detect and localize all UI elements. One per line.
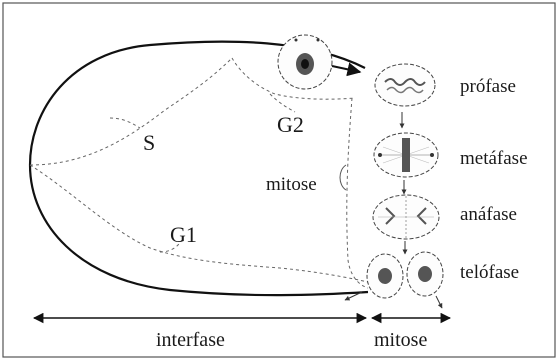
s-phase-bracket <box>109 117 141 129</box>
g2-phase-boundary <box>231 57 356 100</box>
label-interfase: interfase <box>156 329 225 351</box>
g1-phase-bracket <box>159 239 183 253</box>
g2-to-prophase-arrow <box>331 62 362 77</box>
label-s-phase: S <box>143 130 155 155</box>
prophase-cell <box>374 63 436 107</box>
g2-cell <box>277 34 333 90</box>
telophase-cells <box>366 251 444 299</box>
metaphase-cell <box>373 132 439 178</box>
label-telophase: telófase <box>460 262 519 283</box>
label-prophase: prófase <box>460 76 516 97</box>
label-mitose-center: mitose <box>266 174 317 195</box>
label-metaphase: metáfase <box>460 148 528 169</box>
mitosis-vertical-line <box>346 97 369 289</box>
telophase-left-exit-arrow <box>344 291 363 301</box>
label-anaphase: anáfase <box>460 204 517 225</box>
mitose-brace <box>339 164 347 191</box>
label-g1-phase: G1 <box>170 222 197 247</box>
label-mitose-bottom: mitose <box>374 329 427 351</box>
telophase-right-exit-arrow <box>435 295 443 309</box>
g1-phase-boundary <box>29 164 369 283</box>
anaphase-cell <box>372 194 440 240</box>
s-phase-boundary <box>29 57 233 166</box>
label-g2-phase: G2 <box>277 112 304 137</box>
